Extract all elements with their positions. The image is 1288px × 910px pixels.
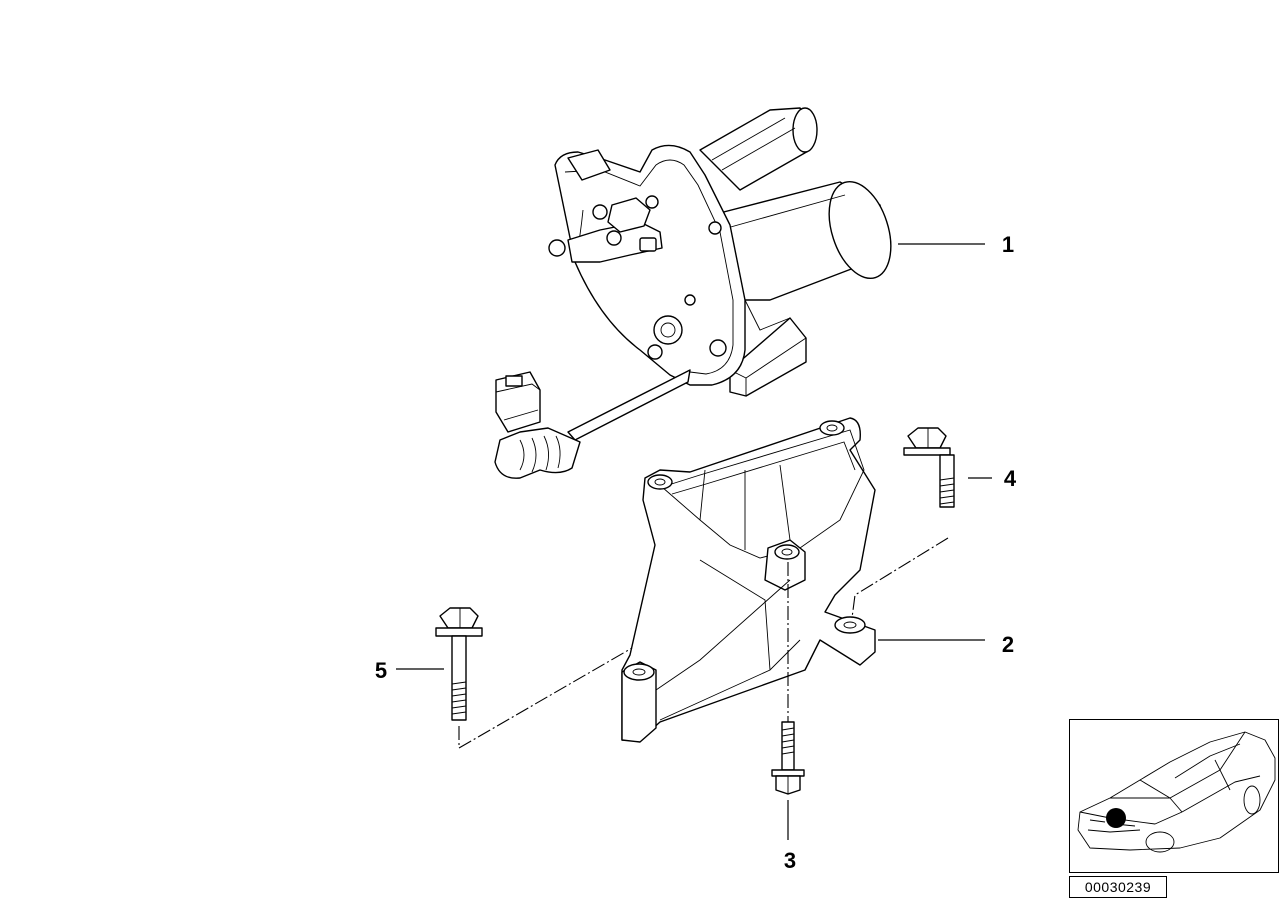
callout-4[interactable]: 4 [1004,466,1017,491]
assembly-lines [458,537,949,749]
mounting-bracket-part[interactable] [621,417,876,743]
bolt-long-part[interactable] [435,607,483,721]
callout-3[interactable]: 3 [784,848,796,873]
vehicle-location-thumbnail [1069,719,1279,873]
leader-lines [396,243,992,840]
bolt-short-part[interactable] [771,721,805,795]
car-location-thumbnail-icon [1077,731,1276,853]
location-dot-icon [1106,808,1126,828]
diagram-number-label: 00030239 [1069,876,1167,898]
actuator-motor-part[interactable] [494,107,902,479]
callout-2[interactable]: 2 [1002,632,1014,657]
callout-1[interactable]: 1 [1002,232,1014,257]
callout-5[interactable]: 5 [375,658,387,683]
bolt-medium-part[interactable] [903,427,955,508]
